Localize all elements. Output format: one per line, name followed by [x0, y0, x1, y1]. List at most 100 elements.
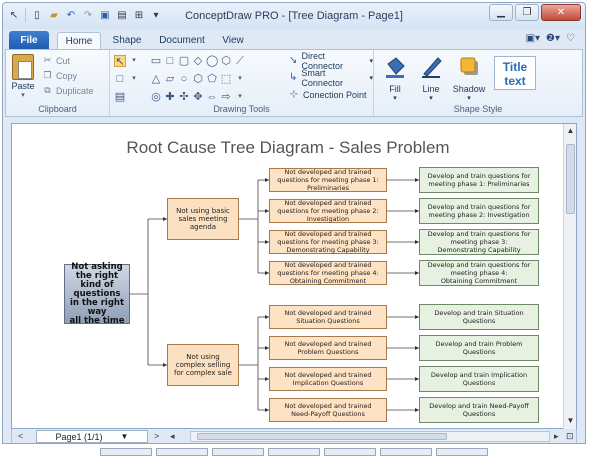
- pentagon-tool-icon[interactable]: ⬠: [207, 73, 217, 85]
- taskbar-item[interactable]: [100, 448, 152, 456]
- tab-home[interactable]: Home: [57, 32, 101, 49]
- arrow-lr-tool-icon[interactable]: ⇔: [206, 91, 218, 103]
- taskbar-item[interactable]: [156, 448, 208, 456]
- cross-tool-icon[interactable]: ✚: [165, 91, 175, 103]
- layout-icon[interactable]: ▣▾: [525, 33, 541, 44]
- horizontal-scrollbar[interactable]: [190, 431, 550, 442]
- box-dropdown-icon[interactable]: ▾: [132, 75, 136, 82]
- save-icon[interactable]: ▣: [100, 9, 110, 21]
- target-tool-icon[interactable]: ◎: [151, 91, 161, 103]
- text-tool-icon[interactable]: ▤: [114, 91, 126, 103]
- duplicate-button[interactable]: ⧉ Duplicate: [42, 84, 93, 97]
- scroll-up-icon[interactable]: ▲: [566, 126, 575, 135]
- hexagon-tool-icon[interactable]: ⬡: [193, 73, 203, 85]
- scroll-left-icon[interactable]: ◂: [170, 431, 175, 441]
- cube-tool-icon[interactable]: ⬚: [220, 73, 232, 85]
- page-next-icon[interactable]: >: [154, 431, 160, 441]
- octagon-tool-icon[interactable]: ⬡: [221, 55, 231, 67]
- ribbon-minimize-icon[interactable]: ♡: [566, 33, 575, 44]
- tab-view[interactable]: View: [222, 35, 244, 46]
- paste-button[interactable]: Paste ▾: [10, 54, 36, 99]
- select-dropdown-icon[interactable]: ▾: [132, 57, 136, 64]
- grid-icon[interactable]: ⊞: [134, 9, 144, 21]
- triangle-tool-icon[interactable]: △: [151, 73, 161, 85]
- ellipse-tool-icon[interactable]: ◯: [206, 55, 219, 67]
- vertical-scroll-thumb[interactable]: [566, 144, 575, 214]
- arrows-tool-icon[interactable]: ✥: [193, 91, 203, 103]
- shadow-button[interactable]: Shadow ▾: [452, 54, 486, 102]
- help-icon[interactable]: ❷▾: [546, 33, 561, 44]
- horizontal-scroll-thumb[interactable]: [197, 433, 447, 440]
- gear-shape-tool-icon[interactable]: ✣: [179, 91, 189, 103]
- tab-document[interactable]: Document: [159, 35, 205, 46]
- smart-connector-button[interactable]: ↳ Smart Connector ▾: [288, 68, 373, 88]
- scroll-down-icon[interactable]: ▼: [566, 416, 575, 425]
- connection-point-button[interactable]: ⊹ Conection Point: [288, 88, 367, 102]
- line-tool-icon[interactable]: ⟋: [236, 55, 244, 67]
- tab-shape[interactable]: Shape: [112, 35, 142, 46]
- undo-icon[interactable]: ↶: [66, 9, 76, 21]
- direct-connector-button[interactable]: ↘ Direct Connector ▾: [288, 51, 373, 71]
- square-tool-icon[interactable]: □: [166, 55, 174, 67]
- rectangle-tool-icon[interactable]: ▭: [150, 55, 162, 67]
- diagram-title[interactable]: Root Cause Tree Diagram - Sales Problem: [126, 138, 450, 157]
- pointer-icon[interactable]: ↖: [9, 9, 19, 21]
- new-document-icon[interactable]: ▯: [34, 9, 40, 21]
- fill-button[interactable]: Fill ▾: [378, 54, 412, 102]
- taskbar-item[interactable]: [380, 448, 432, 456]
- minimize-button[interactable]: ▁: [489, 4, 513, 21]
- title-text-style-button[interactable]: Title text: [494, 56, 536, 90]
- line-button[interactable]: Line ▾: [414, 54, 448, 102]
- taskbar-item[interactable]: [436, 448, 488, 456]
- print-preview-icon[interactable]: ▤: [117, 9, 127, 21]
- drawing-canvas[interactable]: Root Cause Tree Diagram - Sales Problem …: [12, 124, 564, 430]
- parallelogram-tool-icon[interactable]: ▱: [165, 73, 175, 85]
- restore-button[interactable]: ❐: [515, 4, 539, 21]
- copy-button[interactable]: ❐ Copy: [42, 69, 77, 82]
- open-folder-icon[interactable]: ▰: [50, 9, 58, 21]
- taskbar-item[interactable]: [324, 448, 376, 456]
- circle-tool-icon[interactable]: ○: [180, 73, 188, 85]
- diamond-tool-icon[interactable]: ◇: [193, 55, 203, 67]
- select-tool-icon[interactable]: ↖: [114, 55, 126, 68]
- shape-more-icon[interactable]: ▾: [238, 75, 242, 82]
- cause-node-1-2-line: Investigation: [306, 215, 350, 223]
- rounded-rect-tool-icon[interactable]: ▢: [178, 55, 190, 67]
- close-button[interactable]: ✕: [541, 4, 581, 21]
- box-tool-icon[interactable]: □: [116, 73, 124, 85]
- zoom-fit-icon[interactable]: ⊡: [566, 431, 574, 441]
- page-prev-icon[interactable]: <: [18, 431, 24, 441]
- vertical-scrollbar[interactable]: ▲ ▼: [563, 124, 576, 430]
- taskbar-item[interactable]: [268, 448, 320, 456]
- qat-dropdown-icon[interactable]: ▾: [153, 9, 159, 21]
- arrow-shape-tool-icon[interactable]: ⇨: [221, 91, 231, 103]
- taskbar-item[interactable]: [212, 448, 264, 456]
- scroll-right-icon[interactable]: ▸: [554, 431, 559, 441]
- cut-button[interactable]: ✂ Cut: [42, 54, 70, 67]
- redo-icon[interactable]: ↷: [83, 9, 93, 21]
- page-select[interactable]: Page1 (1/1) ▼: [36, 430, 148, 443]
- tab-file[interactable]: File: [9, 31, 49, 49]
- shape-scroll-icon[interactable]: ▾: [238, 93, 242, 100]
